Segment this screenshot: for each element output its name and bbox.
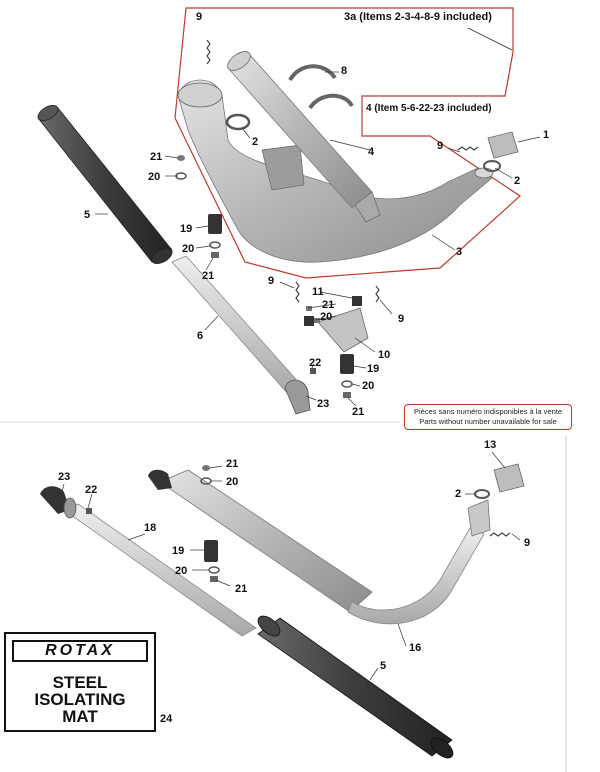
gasket-ring-2c: [474, 489, 490, 499]
chamber-bracket: [261, 144, 305, 191]
kit-3a-outline: [174, 7, 521, 279]
chamber-outlet: [474, 167, 494, 179]
callout-20: 20: [362, 380, 375, 392]
callout-19: 19: [367, 363, 380, 375]
callout-20: 20: [175, 565, 188, 577]
rubber-mount-19b: [340, 354, 354, 374]
kit-4-title: 4 (Item 5-6-22-23 included): [366, 103, 492, 114]
callout-21: 21: [322, 299, 335, 311]
clamp-8a: [288, 64, 337, 82]
callout-21: 21: [235, 583, 248, 595]
callout-22: 22: [309, 357, 322, 369]
bottom-muffler: [159, 469, 373, 613]
rubber-sleeve-bottom: [257, 617, 453, 757]
flange-1: [487, 131, 519, 159]
spring-9e: [489, 532, 511, 537]
rubber-mount-19c: [204, 540, 218, 562]
stopper-11b: [304, 316, 314, 326]
callout-19: 19: [172, 545, 185, 557]
clamp-8b: [308, 93, 354, 110]
callout-10: 10: [378, 349, 391, 361]
note-line-en: Parts without number unavailable for sal…: [419, 417, 557, 426]
callout-21: 21: [352, 406, 365, 418]
mat-line-mat: MAT: [62, 707, 98, 726]
mat-line-steel: STEEL: [52, 673, 108, 692]
tail-pipe: [171, 255, 303, 395]
flange-13: [493, 463, 525, 493]
bottom-leader-lines: [61, 451, 521, 681]
spring-9a: [206, 39, 211, 65]
callout-3: 3: [456, 246, 463, 258]
callout-9: 9: [196, 11, 203, 23]
callout-13: 13: [484, 439, 497, 451]
callout-9: 9: [437, 140, 444, 152]
callout-18: 18: [144, 522, 157, 534]
callout-9: 9: [398, 313, 405, 325]
callout-2: 2: [514, 175, 521, 187]
spring-9c: [295, 281, 300, 303]
rotax-logo: ROTAX: [12, 640, 148, 662]
gasket-ring-2b: [483, 160, 501, 172]
callout-16: 16: [409, 642, 422, 654]
callout-1: 1: [543, 129, 550, 141]
callout-2: 2: [252, 136, 259, 148]
callout-23: 23: [58, 471, 71, 483]
callout-8: 8: [341, 65, 348, 77]
callout-5: 5: [380, 660, 387, 672]
callout-22: 22: [85, 484, 98, 496]
spring-9b: [457, 146, 479, 151]
availability-note: Pièces sans numéro indisponibles à la ve…: [404, 404, 572, 430]
bottom-bent-pipe: [347, 527, 485, 625]
callout-20: 20: [320, 311, 333, 323]
callout-20: 20: [226, 476, 239, 488]
kit-3a-title: 3a (Items 2-3-4-8-9 included): [344, 11, 492, 23]
callout-2: 2: [455, 488, 462, 500]
callout-5: 5: [84, 209, 91, 221]
callout-21: 21: [150, 151, 163, 163]
callout-6: 6: [197, 330, 204, 342]
callout-20: 20: [148, 171, 161, 183]
kit-3a-leader: [467, 27, 513, 51]
callout-19: 19: [180, 223, 193, 235]
spring-9d: [375, 285, 380, 303]
callout-23: 23: [317, 398, 330, 410]
steel-isolating-mat: ROTAX STEEL ISOLATING MAT: [4, 632, 156, 732]
note-line-fr: Pièces sans numéro indisponibles à la ve…: [413, 407, 562, 416]
rubber-sleeve-top: [37, 107, 173, 263]
expansion-chamber: [177, 79, 493, 263]
callout-24: 24: [160, 713, 173, 725]
callout-11: 11: [312, 286, 324, 298]
top-leader-lines: [95, 71, 541, 407]
mat-line-isolating: ISOLATING: [34, 690, 126, 709]
callout-20: 20: [182, 243, 195, 255]
rubber-mount-19a: [208, 214, 222, 234]
bracket-10: [317, 307, 369, 353]
callout-21: 21: [226, 458, 239, 470]
callout-4: 4: [368, 146, 375, 158]
chamber-inlet: [177, 82, 223, 108]
callout-9: 9: [524, 537, 531, 549]
callout-21: 21: [202, 270, 215, 282]
callout-9: 9: [268, 275, 275, 287]
gasket-ring-2a: [225, 113, 251, 131]
stopper-11a: [352, 296, 362, 306]
